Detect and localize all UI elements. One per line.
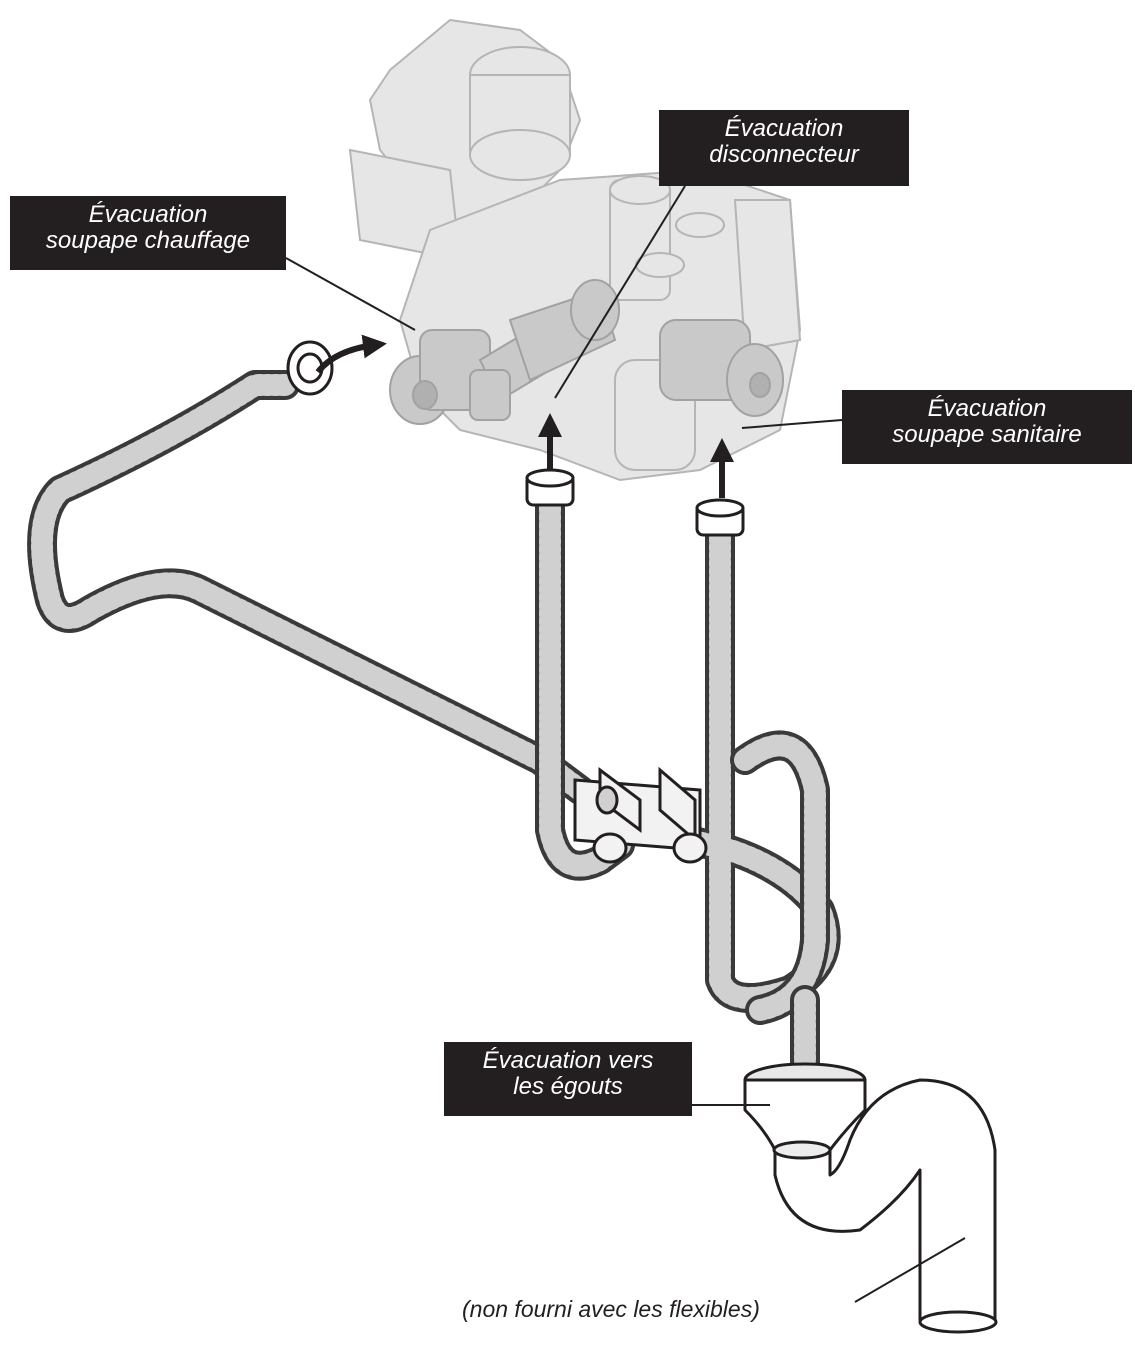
label-disconnector-drain: Évacuation disconnecteur <box>659 110 909 186</box>
label-sanitary-line-1: Évacuation <box>927 395 1047 422</box>
label-sanitary-line-2: soupape sanitaire <box>892 421 1082 448</box>
label-sanitary-valve-drain: Évacuation soupape sanitaire <box>842 390 1132 464</box>
label-disconnector-line-2: disconnecteur <box>709 141 859 168</box>
siphon <box>743 1062 998 1334</box>
siphon-note: (non fourni avec les flexibles) <box>462 1296 760 1322</box>
label-heating-valve-drain: Évacuation soupape chauffage <box>10 196 286 270</box>
valve-fittings <box>389 279 784 425</box>
collector-manifold <box>573 766 708 864</box>
label-sewer-drain: Évacuation vers les égouts <box>444 1042 692 1116</box>
label-heating-line-2: soupape chauffage <box>45 227 251 254</box>
label-sewer-line-2: les égouts <box>513 1073 623 1100</box>
leader-lines <box>285 185 966 1303</box>
hoses <box>27 370 841 1100</box>
label-heating-line-1: Évacuation <box>88 201 208 228</box>
label-disconnector-line-1: Évacuation <box>724 115 844 142</box>
arrows <box>315 334 734 498</box>
hose-nuts <box>286 340 745 537</box>
label-sewer-line-1: Évacuation vers <box>482 1047 654 1074</box>
